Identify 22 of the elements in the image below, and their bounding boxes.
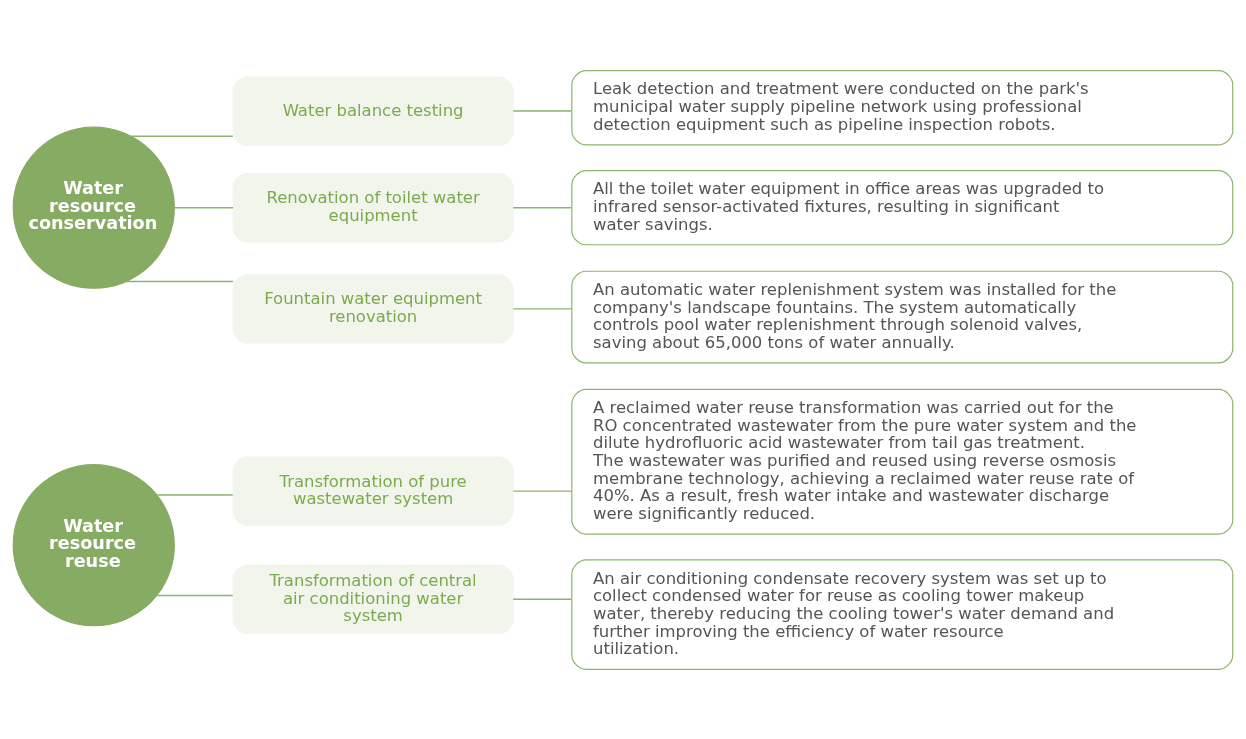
node-box: An automatic water replenishment system was installed for the company's landscape fountains. The system automatically controls pool water replenishment through solenoid valves, saving about 65,000 tons of water annually. bbox=[571, 270, 1234, 364]
node-box: Renovation of toilet water equipment bbox=[232, 172, 514, 242]
node-box: Transformation of pure wastewater system bbox=[232, 455, 514, 526]
connector bbox=[173, 206, 234, 208]
node-box: Transformation of central air conditioning water system bbox=[232, 564, 514, 634]
node-box: All the toilet water equipment in office areas was upgraded to infrared sensor-activated fixtures, resulting in significant water savings. bbox=[571, 169, 1234, 245]
node-circle: Water resource conservation bbox=[12, 126, 175, 289]
connector bbox=[512, 489, 573, 492]
node-circle: Water resource reuse bbox=[12, 463, 175, 626]
node-box: Fountain water equipment renovation bbox=[232, 273, 514, 344]
connector bbox=[156, 594, 234, 596]
connector bbox=[512, 109, 573, 112]
node-box: A reclaimed water reuse transformation was carried out for the RO concentrated wastewater from the pure water system and the dilute hydrofluoric acid wastewater from tail gas treatment. The wastewater was purified and reused using reverse osmosis membrane technology, achieving a reclaimed water reuse rate of 40%. As a result, fresh water intake and wastewater discharge were significantly reduced. bbox=[571, 388, 1234, 535]
node-box: An air conditioning condensate recovery system was set up to collect condensed water for reuse as cooling tower makeup water, thereby reducing the cooling tower's water demand and further improving the efficiency of water resource utilization. bbox=[571, 558, 1234, 670]
connector bbox=[130, 135, 234, 137]
connector bbox=[125, 280, 234, 282]
connector bbox=[512, 598, 573, 600]
connector bbox=[512, 307, 573, 310]
node-box: Leak detection and treatment were conducted on the park's municipal water supply pipeline network using professional detection equipment such as pipeline inspection robots. bbox=[571, 69, 1234, 145]
node-box: Water balance testing bbox=[232, 76, 514, 146]
connector bbox=[156, 493, 234, 496]
connector bbox=[512, 206, 573, 208]
